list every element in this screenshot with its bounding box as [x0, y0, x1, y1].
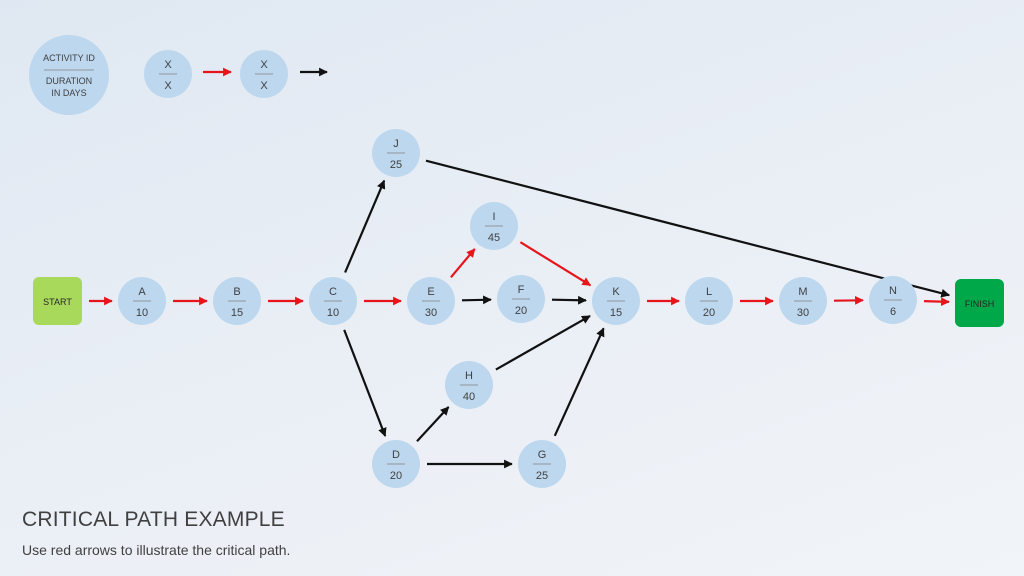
- activity-node-i: I 45: [470, 202, 518, 250]
- legend-example-node-1-duration: X: [164, 80, 172, 92]
- activity-id: N: [889, 285, 897, 297]
- activity-id: E: [427, 286, 434, 298]
- activity-node-k: K 15: [592, 277, 640, 325]
- activity-node-d: D 20: [372, 440, 420, 488]
- activity-node-j: J 25: [372, 129, 420, 177]
- legend-activity-id-label: ACTIVITY ID: [43, 53, 95, 63]
- activity-id: I: [492, 211, 495, 223]
- activity-duration: 40: [463, 391, 475, 403]
- activity-id: F: [518, 284, 525, 296]
- page-title: CRITICAL PATH EXAMPLE: [22, 508, 285, 531]
- activity-duration: 20: [390, 470, 402, 482]
- start-terminal: START: [33, 277, 82, 325]
- arrows-layer: [89, 159, 951, 469]
- activity-duration: 10: [136, 307, 148, 319]
- activity-id: H: [465, 370, 473, 382]
- arrow-e-to-f: [461, 295, 492, 305]
- activity-id: D: [392, 449, 400, 461]
- activity-id: C: [329, 286, 337, 298]
- legend-example-node-1-id: X: [164, 59, 172, 71]
- finish-terminal: FINISH: [955, 279, 1004, 327]
- legend-example-node-2-id: X: [260, 59, 268, 71]
- activity-node-f: F 20: [497, 275, 545, 323]
- activity-duration: 20: [703, 307, 715, 319]
- activity-node-b: B 15: [213, 277, 261, 325]
- activity-duration: 15: [231, 307, 243, 319]
- activity-duration: 45: [488, 232, 500, 244]
- activity-id: K: [612, 286, 620, 298]
- activity-node-l: L 20: [685, 277, 733, 325]
- arrow-g-to-k: [553, 327, 605, 437]
- activity-id: J: [393, 138, 399, 150]
- arrow-c-to-j: [344, 179, 386, 273]
- legend-duration-label-line2: IN DAYS: [51, 88, 86, 98]
- arrow-c-to-d: [343, 329, 387, 437]
- activity-id: A: [138, 286, 146, 298]
- activity-duration: 30: [797, 307, 809, 319]
- activity-node-e: E 30: [407, 277, 455, 325]
- activity-nodes-layer: A10B15C10D20E30F20G25H40I45J25K15L20M30N…: [118, 129, 917, 488]
- arrow-j-to-finish: [425, 159, 951, 298]
- finish-box: [955, 279, 1004, 327]
- arrow-h-to-k: [495, 314, 591, 371]
- activity-duration: 10: [327, 307, 339, 319]
- activity-duration: 30: [425, 307, 437, 319]
- critical-arrow-n-to-finish: [923, 297, 950, 307]
- activity-duration: 15: [610, 307, 622, 319]
- activity-id: M: [798, 286, 807, 298]
- activity-id: G: [538, 449, 547, 461]
- start-box: [33, 277, 82, 325]
- activity-duration: 20: [515, 305, 527, 317]
- activity-id: B: [233, 286, 240, 298]
- critical-arrow-i-to-k: [519, 241, 592, 287]
- activity-id: L: [706, 286, 712, 298]
- arrow-d-to-h: [416, 406, 450, 442]
- activity-node-n: N6: [869, 276, 917, 324]
- legend-key-circle: [29, 35, 109, 115]
- legend-duration-label-line1: DURATION: [46, 76, 92, 86]
- activity-node-c: C 10: [309, 277, 357, 325]
- activity-duration: 25: [390, 159, 402, 171]
- activity-duration: 25: [536, 470, 548, 482]
- activity-node-a: A 10: [118, 277, 166, 325]
- activity-node-h: H 40: [445, 361, 493, 409]
- arrow-f-to-k: [551, 295, 587, 305]
- start-label: START: [43, 297, 72, 307]
- page-subtitle: Use red arrows to illustrate the critica…: [22, 542, 291, 558]
- legend-example-node-2-duration: X: [260, 80, 268, 92]
- activity-node-g: G 25: [518, 440, 566, 488]
- activity-node-m: M 30: [779, 277, 827, 325]
- activity-duration: 6: [890, 306, 896, 318]
- finish-label: FINISH: [965, 299, 995, 309]
- legend: ACTIVITY ID DURATION IN DAYS X X X X: [29, 35, 328, 115]
- critical-arrow-e-to-i: [450, 248, 476, 279]
